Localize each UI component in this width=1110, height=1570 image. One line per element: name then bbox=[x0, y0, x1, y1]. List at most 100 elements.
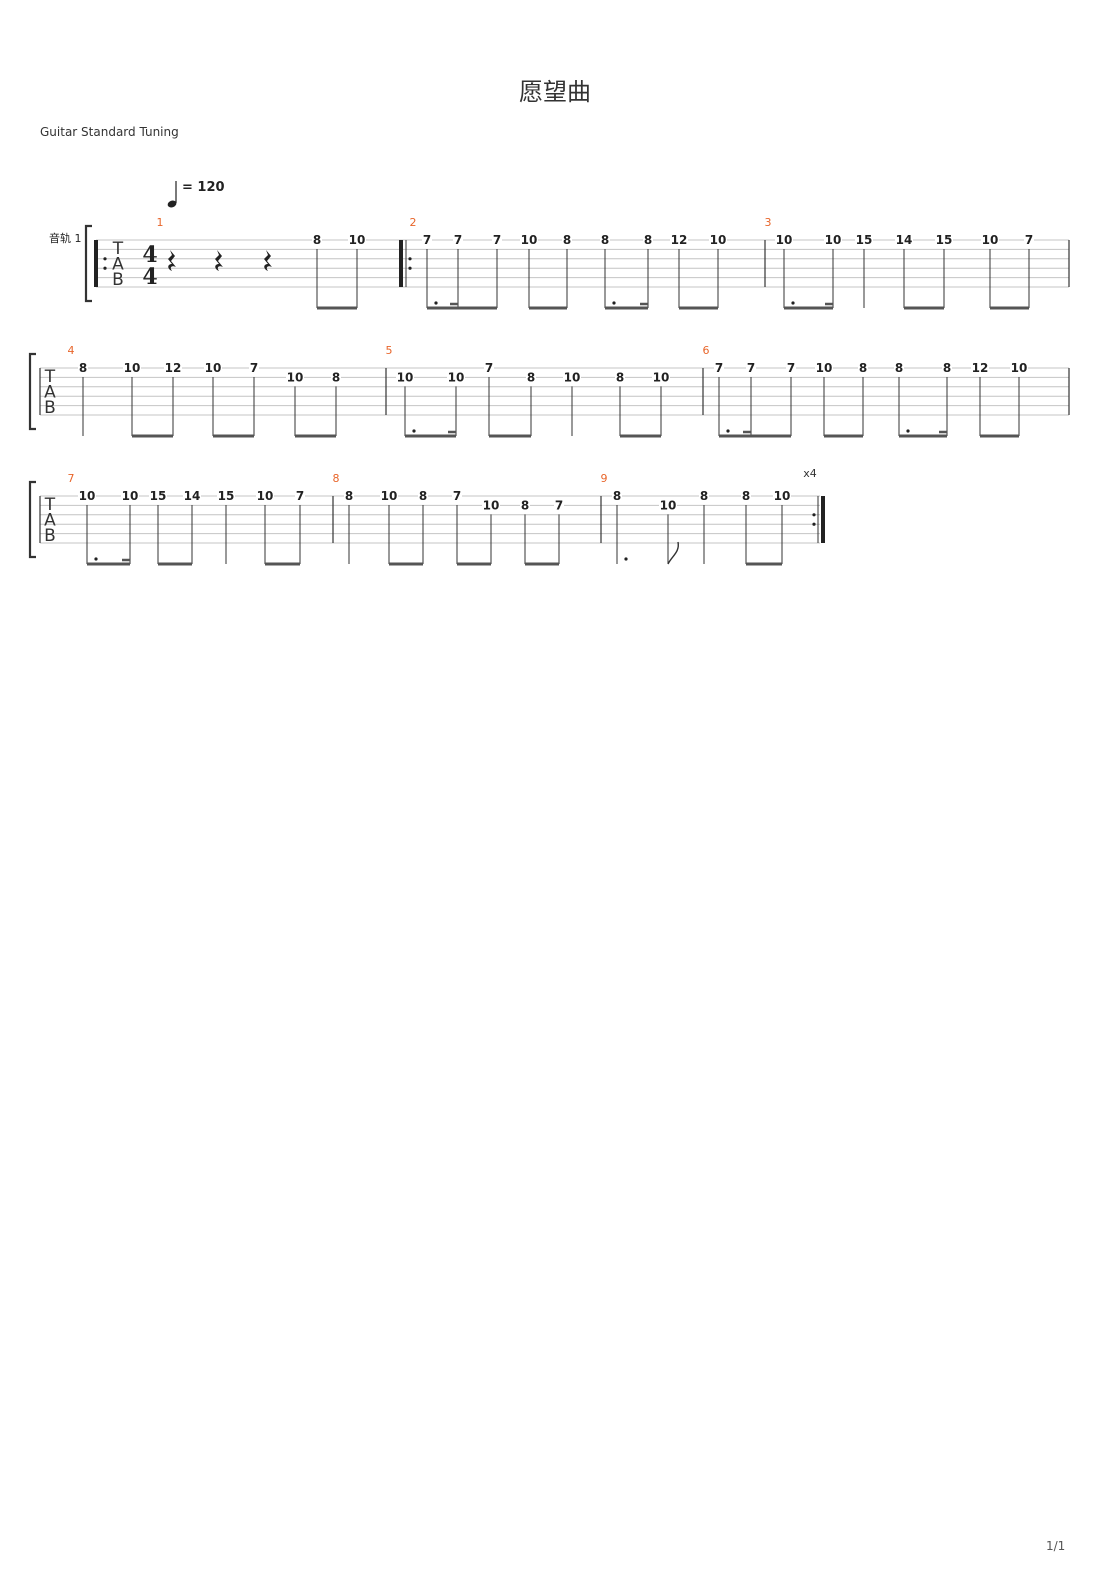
fret-backdrop bbox=[418, 490, 428, 503]
repeat-dot bbox=[812, 513, 816, 517]
fret-backdrop bbox=[249, 362, 259, 375]
quarter-rest-icon bbox=[264, 250, 272, 271]
fret-backdrop bbox=[492, 234, 502, 247]
dot-mark bbox=[791, 301, 795, 305]
fret-number: 15 bbox=[218, 489, 235, 503]
system-bracket bbox=[28, 480, 36, 559]
fret-number: 8 bbox=[332, 370, 340, 384]
fret-number: 8 bbox=[563, 233, 571, 247]
repeat-count: x4 bbox=[803, 467, 817, 480]
fret-number: 10 bbox=[124, 361, 141, 375]
fret-number: 8 bbox=[644, 233, 652, 247]
fret-number: 7 bbox=[787, 361, 795, 375]
fret-number: 10 bbox=[397, 370, 414, 384]
system-bracket bbox=[28, 352, 36, 431]
repeat-dot bbox=[812, 522, 816, 526]
fret-backdrop bbox=[526, 371, 536, 385]
fret-backdrop bbox=[942, 362, 952, 375]
measure-number: 9 bbox=[601, 472, 608, 485]
fret-backdrop bbox=[643, 234, 653, 247]
fret-backdrop bbox=[348, 234, 366, 247]
fret-backdrop bbox=[217, 490, 235, 503]
measure-number: 4 bbox=[68, 344, 75, 357]
fret-backdrop bbox=[204, 362, 222, 375]
fret-backdrop bbox=[652, 371, 670, 385]
fret-number: 7 bbox=[423, 233, 431, 247]
fret-number: 10 bbox=[349, 233, 366, 247]
fret-number: 10 bbox=[653, 370, 670, 384]
repeat-dot bbox=[103, 257, 107, 261]
fret-backdrop bbox=[670, 234, 688, 247]
fret-backdrop bbox=[380, 490, 398, 503]
fret-backdrop bbox=[453, 234, 463, 247]
fret-number: 7 bbox=[296, 489, 304, 503]
fret-backdrop bbox=[331, 371, 341, 385]
fret-backdrop bbox=[894, 362, 904, 375]
fret-backdrop bbox=[855, 234, 873, 247]
fret-number: 10 bbox=[287, 370, 304, 384]
fret-number: 8 bbox=[895, 361, 903, 375]
fret-number: 10 bbox=[564, 370, 581, 384]
fret-number: 8 bbox=[859, 361, 867, 375]
quarter-note-icon bbox=[167, 181, 177, 208]
fret-backdrop bbox=[858, 362, 868, 375]
fret-number: 12 bbox=[165, 361, 182, 375]
tempo-marking: = 120 bbox=[166, 178, 246, 212]
fret-number: 7 bbox=[555, 498, 563, 512]
measure-number: 8 bbox=[333, 472, 340, 485]
fret-backdrop bbox=[600, 234, 610, 247]
repeat-dot bbox=[408, 257, 412, 261]
fret-number: 7 bbox=[1025, 233, 1033, 247]
dot-mark bbox=[726, 429, 730, 433]
fret-number: 7 bbox=[485, 361, 493, 375]
quarter-rest-icon bbox=[168, 250, 176, 271]
dot-mark bbox=[612, 301, 616, 305]
fret-backdrop bbox=[746, 362, 756, 375]
fret-number: 10 bbox=[660, 498, 677, 512]
tab-clef-letter: T bbox=[44, 367, 56, 387]
fret-number: 7 bbox=[250, 361, 258, 375]
fret-backdrop bbox=[286, 371, 304, 385]
fret-number: 15 bbox=[150, 489, 167, 503]
time-signature-denominator: 4 bbox=[142, 264, 157, 290]
fret-number: 15 bbox=[856, 233, 873, 247]
fret-number: 8 bbox=[419, 489, 427, 503]
fret-backdrop bbox=[824, 234, 842, 247]
fret-backdrop bbox=[484, 362, 494, 375]
fret-backdrop bbox=[447, 371, 465, 385]
fret-number: 10 bbox=[710, 233, 727, 247]
fret-backdrop bbox=[256, 490, 274, 503]
fret-number: 8 bbox=[700, 489, 708, 503]
fret-backdrop bbox=[554, 499, 564, 513]
fret-number: 7 bbox=[454, 233, 462, 247]
measure-number: 1 bbox=[157, 216, 164, 229]
dot-mark bbox=[434, 301, 438, 305]
fret-number: 12 bbox=[972, 361, 989, 375]
track-name: 音轨 1 bbox=[49, 232, 82, 245]
fret-backdrop bbox=[312, 234, 322, 247]
system-bracket bbox=[84, 224, 92, 303]
dot-mark bbox=[412, 429, 416, 433]
tab-clef-letter: T bbox=[112, 239, 124, 259]
tab-clef-letter: B bbox=[44, 398, 56, 418]
fret-backdrop bbox=[520, 499, 530, 513]
fret-number: 10 bbox=[448, 370, 465, 384]
fret-number: 7 bbox=[493, 233, 501, 247]
fret-backdrop bbox=[815, 362, 833, 375]
fret-number: 12 bbox=[671, 233, 688, 247]
fret-number: 8 bbox=[313, 233, 321, 247]
fret-number: 10 bbox=[816, 361, 833, 375]
fret-backdrop bbox=[78, 362, 88, 375]
fret-number: 10 bbox=[825, 233, 842, 247]
fret-backdrop bbox=[452, 490, 462, 503]
fret-number: 10 bbox=[122, 489, 139, 503]
measure-number: 2 bbox=[410, 216, 417, 229]
fret-number: 8 bbox=[616, 370, 624, 384]
measure-number: 5 bbox=[386, 344, 393, 357]
fret-number: 7 bbox=[453, 489, 461, 503]
fret-backdrop bbox=[123, 362, 141, 375]
tab-clef-letter: B bbox=[112, 270, 124, 290]
tab-clef-letter: A bbox=[44, 383, 56, 403]
fret-backdrop bbox=[164, 362, 182, 375]
